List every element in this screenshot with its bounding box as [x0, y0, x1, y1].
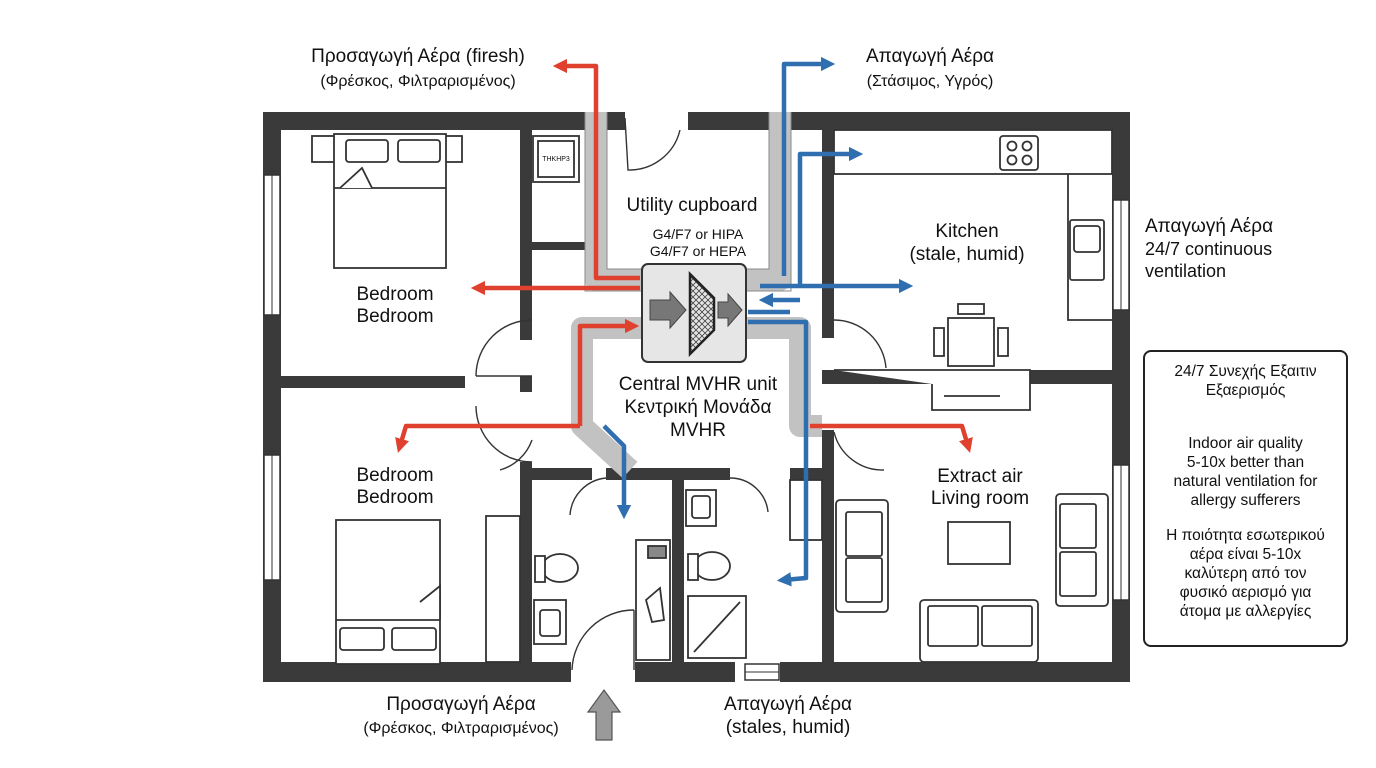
wall-top-left [263, 112, 625, 130]
wall-bedroom-divider-a [281, 376, 465, 388]
info-box-english: Indoor air quality 5-10x better than nat… [1173, 435, 1318, 509]
arrow-extract-living-down [776, 426, 809, 587]
supply-arrows [395, 58, 973, 453]
shower-stall [635, 539, 671, 661]
arrow-supply-loop [577, 318, 640, 426]
arrow-extract-return [748, 319, 809, 426]
door-kitchen [833, 319, 887, 369]
wall-bedroom1-right [520, 130, 532, 340]
label-extract-bottom-2: (stales, humid) [726, 717, 851, 738]
label-central-3: MVHR [670, 420, 726, 441]
duct-extract-exhaust [746, 112, 791, 291]
wall-bath-top [532, 468, 592, 480]
door-utility [624, 117, 681, 171]
mvhr-unit [641, 263, 747, 363]
sofa-left [835, 499, 889, 613]
wall-bath-top-2 [606, 468, 730, 480]
toilet-bath2 [687, 551, 731, 581]
wall-bedroom-divider-b [520, 376, 532, 392]
furniture [311, 129, 1113, 665]
label-extract-right-3: ventilation [1145, 261, 1226, 281]
doors [475, 117, 887, 671]
label-filter-2: G4/F7 or HEPA [650, 243, 747, 259]
label-bedroom2-1: Bedroom [356, 465, 433, 486]
door-bedroom1 [475, 319, 533, 377]
wall-bedroom2-right [520, 462, 532, 662]
wall-top-right [688, 112, 1130, 130]
label-utility: Utility cupboard [627, 195, 758, 216]
door-living [833, 431, 885, 471]
arrow-extract-bath [602, 424, 632, 520]
bed-bedroom1 [311, 133, 463, 269]
label-filter-1: G4/F7 or HIPA [653, 226, 744, 242]
arrow-supply-top-out [552, 58, 599, 196]
window-lines [271, 175, 1122, 673]
label-supply-bottom-1: Προσαγωγή Αέρα [386, 694, 535, 715]
mvhr-arrow-in [649, 290, 687, 330]
mvhr-arrow-out [717, 292, 743, 328]
info-box: 24/7 Συνεχής Εξαιτιν Εξαερισμός Indoor a… [1143, 350, 1348, 647]
label-extract-right-2: 24/7 continuous [1145, 239, 1272, 259]
label-kitchen-2: (stale, humid) [909, 244, 1024, 265]
arrow-supply-living [810, 423, 973, 453]
labels: Προσαγωγή Αέρα (firesh) (Φρέσκος, Φιλτρα… [311, 46, 1273, 738]
wardrobe [485, 515, 521, 663]
duct-outlines [584, 112, 792, 292]
door-bath [569, 477, 607, 516]
wall-bottom-right [780, 662, 1130, 682]
utility-appliance [532, 135, 580, 183]
arrow-supply-bedroom2 [395, 423, 580, 453]
kitchen-bottom-cabinet [834, 369, 1031, 411]
wall-bottom-mid [635, 662, 735, 682]
label-supply-bottom-2: (Φρέσκος, Φιλτραρισμένος) [363, 720, 558, 737]
extract-arrows [602, 56, 914, 587]
label-extract-top-1: Απαγωγή Αέρα [866, 46, 994, 67]
label-supply-top-1: Προσαγωγή Αέρα (firesh) [311, 46, 525, 67]
label-bedroom1-1: Bedroom [356, 284, 433, 305]
wall-bath-divider [672, 480, 684, 662]
label-extract-bottom-1: Απαγωγή Αέρα [724, 694, 852, 715]
label-central-2: Κεντρική Μονάδα [625, 397, 772, 418]
entrance-arrow-icon [586, 688, 622, 741]
wall-utility-left [532, 242, 592, 250]
sofa-right [1055, 493, 1109, 607]
door-entrance [571, 609, 635, 671]
label-extract-top-2: (Στάσιμος, Υγρός) [867, 73, 994, 90]
wall-living-left [822, 430, 834, 662]
wall-kitchen-left [822, 130, 834, 338]
info-box-greek: Η ποιότητα εσωτερικού αέρα είναι 5-10x κ… [1166, 527, 1325, 620]
label-living-2: Living room [931, 488, 1029, 509]
arrow-extract-top-out [781, 56, 836, 276]
label-supply-top-2: (Φρέσκος, Φιλτραρισμένος) [320, 73, 515, 90]
info-box-title: 24/7 Συνεχής Εξαιτιν Εξαερισμός [1174, 363, 1317, 399]
dining-set [933, 303, 1009, 367]
label-living-1: Extract air [937, 466, 1023, 487]
toilet-bath1 [534, 553, 579, 583]
door-bath2 [729, 477, 769, 513]
kitchen-counter-top [833, 129, 1113, 175]
label-central-1: Central MVHR unit [619, 374, 778, 395]
mvhr-heat-exchanger [688, 270, 716, 358]
sofa-bottom [919, 599, 1039, 663]
hob [999, 135, 1039, 171]
door-bedroom2b [499, 439, 533, 471]
label-kitchen-1: Kitchen [935, 221, 998, 242]
label-bedroom1-2: Bedroom [356, 306, 433, 327]
label-appliance: THKHP3 [542, 156, 570, 163]
arrow-supply-intake-down [593, 196, 640, 281]
coffee-table [947, 521, 1011, 565]
wall-bottom-left [263, 662, 571, 682]
arrow-extract-kitchen-top [797, 146, 864, 286]
label-extract-right-1: Απαγωγή Αέρα [1145, 216, 1273, 237]
label-bedroom2-2: Bedroom [356, 487, 433, 508]
bed-bedroom2 [335, 519, 441, 665]
door-bedroom2 [475, 405, 533, 463]
